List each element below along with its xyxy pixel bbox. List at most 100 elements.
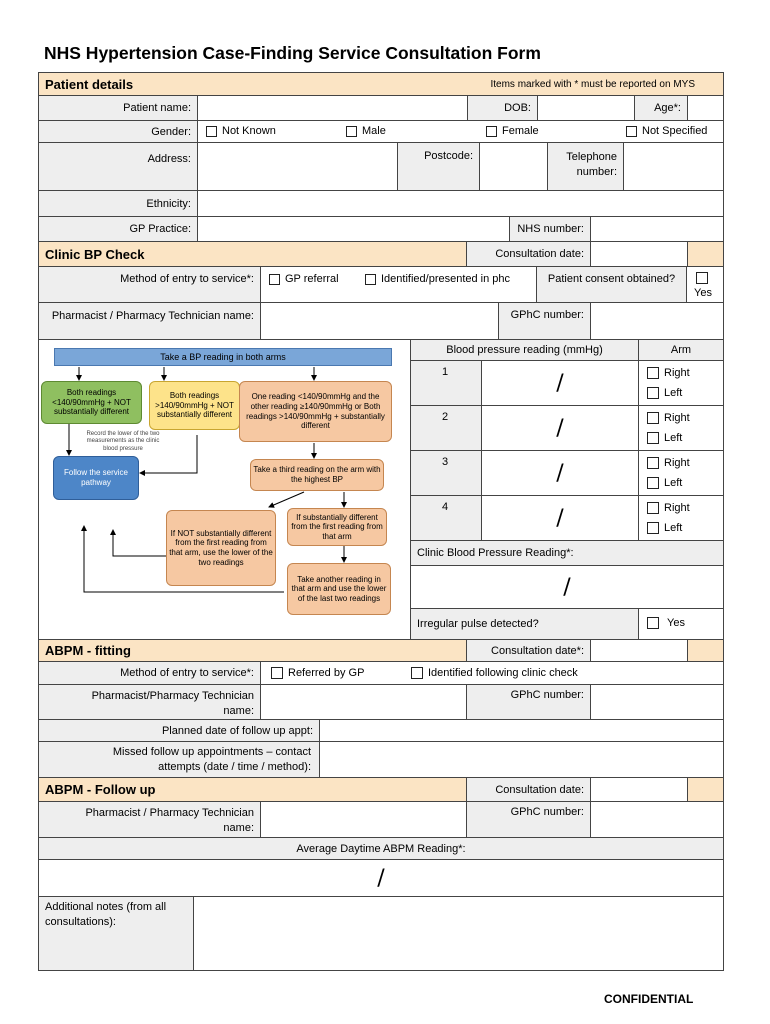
flow-box-mixed: One reading <140/90mmHg and the other re… — [239, 381, 392, 442]
reading-2-field[interactable]: / — [482, 406, 639, 451]
additional-notes-field[interactable] — [194, 897, 724, 971]
nhs-number-field[interactable] — [591, 217, 724, 242]
average-abpm-field[interactable]: / — [39, 860, 724, 897]
arm-left-option[interactable]: Left — [647, 522, 682, 534]
gp-practice-label: GP Practice: — [39, 217, 198, 242]
arm-right-option[interactable]: Right — [647, 367, 690, 379]
telephone-field[interactable] — [624, 143, 724, 191]
slash-separator: / — [563, 574, 571, 600]
average-abpm-label: Average Daytime ABPM Reading*: — [39, 838, 724, 860]
flow-another-reading: Take another reading in that arm and use… — [287, 563, 391, 615]
reading-4-field[interactable]: / — [482, 496, 639, 541]
abpm-follow-gphc-field[interactable] — [591, 802, 724, 838]
method-option-label: Referred by GP — [288, 667, 365, 679]
clinic-pharmacist-field[interactable] — [261, 303, 499, 340]
dob-field[interactable] — [538, 96, 635, 121]
abpm-fit-gphc-field[interactable] — [591, 685, 724, 720]
consent-yes-label: Yes — [694, 287, 712, 299]
checkbox-icon — [346, 125, 357, 137]
patient-name-field[interactable] — [198, 96, 468, 121]
abpm-follow-pharmacist-field[interactable] — [261, 802, 467, 838]
reading-row-number: 2 — [411, 406, 482, 451]
arm-right-option[interactable]: Right — [647, 412, 690, 424]
gender-male-option[interactable]: Male — [346, 125, 386, 137]
clinic-method-options: GP referral Identified/presented in phc — [261, 267, 537, 303]
reading-1-field[interactable]: / — [482, 361, 639, 406]
age-field[interactable] — [688, 96, 724, 121]
planned-date-label: Planned date of follow up appt: — [39, 720, 320, 742]
dob-label: DOB: — [468, 96, 538, 121]
telephone-label: Telephone number: — [548, 143, 624, 191]
header-fill — [688, 242, 724, 267]
nhs-number-label: NHS number: — [510, 217, 591, 242]
consent-cell[interactable]: Yes — [687, 267, 724, 303]
method-option-label: GP referral — [285, 273, 339, 285]
checkbox-icon — [206, 125, 217, 137]
arm-2-options: Right Left — [639, 406, 724, 451]
flow-box-normal: Both readings <140/90mmHg + NOT substant… — [41, 381, 142, 424]
arm-1-options: Right Left — [639, 361, 724, 406]
abpm-fit-method-options: Referred by GP Identified following clin… — [261, 662, 724, 685]
arm-left-option[interactable]: Left — [647, 477, 682, 489]
reading-3-field[interactable]: / — [482, 451, 639, 496]
missed-appointments-field[interactable] — [320, 742, 724, 778]
clinic-gphc-field[interactable] — [591, 303, 724, 340]
clinic-bp-header: Clinic BP Check — [39, 242, 467, 267]
identified-phc-option[interactable]: Identified/presented in phc — [365, 273, 510, 285]
abpm-fit-pharmacist-label: Pharmacist/Pharmacy Technician name: — [39, 685, 261, 720]
checkbox-icon — [411, 667, 423, 679]
postcode-field[interactable] — [480, 143, 548, 191]
gender-not-known-option[interactable]: Not Known — [206, 125, 276, 137]
clinic-consultation-date-field[interactable] — [591, 242, 688, 267]
method-option-label: Identified/presented in phc — [381, 273, 511, 285]
irregular-pulse-label: Irregular pulse detected? — [411, 609, 639, 640]
consent-checkbox-icon — [696, 272, 708, 284]
gender-not-specified-option[interactable]: Not Specified — [626, 125, 707, 137]
address-field[interactable] — [198, 143, 398, 191]
arm-left-option[interactable]: Left — [647, 387, 682, 399]
patient-details-header: Patient details Items marked with * must… — [39, 73, 724, 96]
consultation-form: Patient details Items marked with * must… — [38, 72, 724, 971]
gp-practice-field[interactable] — [198, 217, 510, 242]
abpm-fit-date-field[interactable] — [591, 640, 688, 662]
arm-option-label: Left — [664, 522, 683, 534]
abpm-follow-date-field[interactable] — [591, 778, 688, 802]
checkbox-icon — [626, 125, 637, 137]
abpm-fit-gphc-label: GPhC number: — [467, 685, 591, 720]
arm-right-option[interactable]: Right — [647, 457, 690, 469]
gender-female-option[interactable]: Female — [486, 125, 539, 137]
abpm-follow-up-header: ABPM - Follow up — [39, 778, 467, 802]
checkbox-icon — [271, 667, 283, 679]
arm-right-option[interactable]: Right — [647, 502, 690, 514]
checkbox-icon — [365, 273, 376, 285]
referred-by-gp-option[interactable]: Referred by GP — [271, 667, 364, 679]
address-label: Address: — [39, 143, 198, 191]
arm-left-option[interactable]: Left — [647, 432, 682, 444]
checkbox-icon — [647, 502, 659, 514]
additional-notes-label: Additional notes (from all consultations… — [39, 897, 194, 971]
identified-clinic-check-option[interactable]: Identified following clinic check — [411, 667, 578, 679]
reading-row-number: 3 — [411, 451, 482, 496]
checkbox-icon — [269, 273, 280, 285]
clinic-gphc-label: GPhC number: — [499, 303, 591, 340]
irregular-yes-label: Yes — [667, 617, 685, 629]
arm-option-label: Right — [664, 367, 690, 379]
postcode-label: Postcode: — [398, 143, 480, 191]
clinic-bp-field[interactable]: / — [411, 566, 724, 609]
bp-reading-header: Blood pressure reading (mmHg) — [411, 340, 639, 361]
gender-option-label: Male — [362, 125, 386, 137]
arm-option-label: Left — [664, 387, 683, 399]
form-title: NHS Hypertension Case-Finding Service Co… — [44, 43, 541, 63]
patient-details-title: Patient details — [45, 76, 134, 92]
gender-option-label: Not Specified — [642, 125, 708, 137]
clinic-bp-label: Clinic Blood Pressure Reading*: — [411, 541, 724, 566]
slash-separator: / — [556, 370, 564, 396]
mys-note: Items marked with * must be reported on … — [490, 78, 695, 90]
missed-appointments-label: Missed follow up appointments – contact … — [39, 742, 320, 778]
planned-date-field[interactable] — [320, 720, 724, 742]
irregular-yes-option[interactable]: Yes — [647, 617, 685, 629]
abpm-fit-pharmacist-field[interactable] — [261, 685, 467, 720]
ethnicity-field[interactable] — [198, 191, 724, 217]
clinic-consultation-date-label: Consultation date: — [467, 242, 591, 267]
gp-referral-option[interactable]: GP referral — [269, 273, 339, 285]
